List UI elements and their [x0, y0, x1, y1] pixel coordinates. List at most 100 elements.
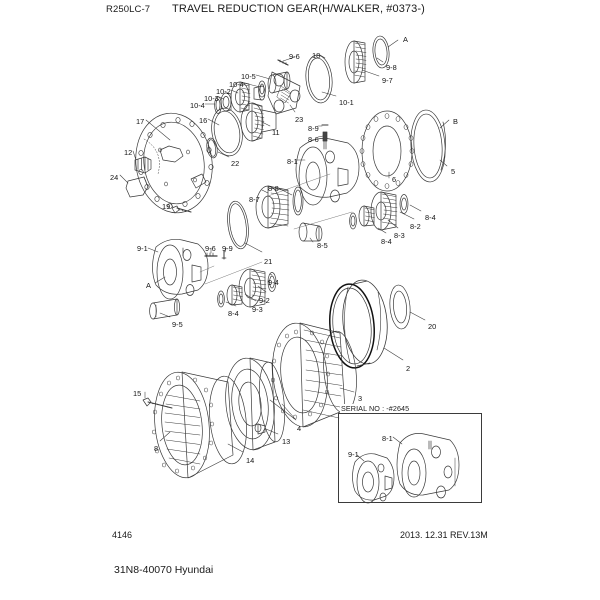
part-pin-9-9	[221, 250, 227, 260]
part-pin-8-9-8-6	[321, 124, 329, 142]
callout-8-2: 8-2	[410, 222, 421, 231]
callout-9-6: 9-6	[205, 244, 216, 253]
serial-inset-box	[338, 413, 482, 503]
callout-20: 20	[428, 322, 437, 331]
leader-bottom-ring	[269, 387, 355, 421]
callout-17: 17	[136, 117, 145, 126]
callout-11: 11	[272, 128, 280, 137]
part-ring-22	[206, 137, 218, 159]
callout-9-4: 9-4	[268, 278, 279, 287]
callout-13: 13	[282, 437, 291, 446]
part-gear-11	[240, 102, 277, 142]
part-pinion-8-3	[358, 205, 375, 227]
callout-8-5: 8-5	[317, 241, 328, 250]
leader-seal	[383, 311, 426, 361]
part-pin-9-5	[149, 298, 180, 320]
part-gear-8-2	[370, 191, 398, 231]
leader-gear-train	[204, 74, 271, 127]
part-seal-20	[389, 284, 411, 330]
callout-10-1: 10-1	[339, 98, 354, 107]
leader-mid-cluster	[244, 187, 314, 253]
part-pinion-9-3	[226, 284, 243, 306]
callout-10-4: 10-4	[190, 101, 205, 110]
page-number: 4146	[112, 530, 133, 540]
callout-8-4: 8-4	[228, 309, 239, 318]
callout-19: 19	[162, 202, 171, 211]
part-ring-16	[211, 107, 243, 157]
part-washer-8-4-mid	[217, 290, 225, 308]
part-hub-4	[225, 357, 285, 451]
leader-flange-ring	[388, 119, 450, 179]
page-title: TRAVEL REDUCTION GEAR(H/WALKER, #0373-)	[172, 3, 425, 15]
callout-8-1: 8-1	[382, 434, 393, 443]
callout-a: A	[146, 281, 151, 290]
part-ring-B-5	[410, 109, 446, 183]
callout-24: 24	[110, 173, 119, 182]
callout-16: 16	[199, 116, 208, 125]
callout-9-5: 9-5	[172, 320, 183, 329]
part-bushing-left-23	[253, 85, 266, 101]
part-sprocket-8	[151, 371, 247, 479]
part-seal-ring-2	[329, 279, 388, 369]
callout-8-7: 8-7	[249, 195, 260, 204]
callout-10-5: 10-5	[241, 72, 256, 81]
callout-9-9: 9-9	[222, 244, 233, 253]
callout-8-8: 8-8	[268, 184, 279, 193]
callout-9-1: 9-1	[348, 450, 359, 459]
leader-16-22	[207, 118, 230, 158]
inset-part-9-1	[352, 453, 395, 504]
part-bolt-flange-6	[359, 110, 415, 192]
callout-8-3: 8-3	[394, 231, 405, 240]
leader-lines-upper-left	[119, 119, 174, 208]
callout-21: 21	[264, 257, 273, 266]
part-bearing-10-3	[220, 92, 232, 112]
leader-housing-8-1	[296, 125, 324, 161]
part-washer-8-4-left	[349, 212, 357, 230]
part-washer-9-2	[267, 272, 277, 292]
callout-8-4: 8-4	[381, 237, 392, 246]
leader-bottom-left	[144, 391, 279, 453]
part-ring-9-8	[372, 35, 390, 69]
part-snapring-9-6-mid	[204, 252, 218, 257]
callout-8-4: 8-4	[425, 213, 436, 222]
part-number-footer: 31N8-40070 Hyundai	[114, 564, 214, 576]
part-washer-10-4b	[258, 80, 266, 98]
callout-9-2: 9-2	[259, 296, 270, 305]
part-motor-housing-9-1	[152, 238, 209, 300]
callout-22: 22	[231, 159, 240, 168]
part-spacer-8-5	[298, 222, 323, 242]
part-carrier-8-7	[255, 185, 290, 229]
callout-4: 4	[297, 424, 302, 433]
part-oring-21	[227, 200, 249, 250]
callout-b: B	[453, 117, 458, 126]
part-ring-8-8	[292, 186, 304, 216]
callout-23: 23	[295, 115, 304, 124]
callout-a: A	[403, 35, 408, 44]
part-housing-8-1	[295, 138, 360, 206]
part-splined-hub-9-7	[344, 40, 367, 84]
leader-left-mid	[147, 247, 273, 318]
part-plug-12	[134, 156, 152, 174]
callout-15: 15	[133, 389, 142, 398]
model-number: R250LC-7	[106, 4, 151, 15]
callout-9-3: 9-3	[252, 305, 263, 314]
leader-inset	[356, 436, 403, 462]
callout-12: 12	[124, 148, 133, 157]
callout-6: 6	[392, 175, 397, 184]
callout-14: 14	[246, 456, 255, 465]
part-plug-13	[254, 423, 266, 435]
callout-9-1: 9-1	[137, 244, 148, 253]
part-snapring-9-6-top	[277, 59, 289, 66]
callout-5: 5	[451, 167, 456, 176]
callout-9-8: 9-8	[386, 63, 397, 72]
callout-8: 8	[154, 444, 159, 453]
part-bolt-15	[142, 397, 173, 409]
part-bracket-24	[125, 176, 149, 198]
part-ring-10-1	[305, 54, 333, 104]
part-washer-10-4a	[214, 96, 222, 114]
callout-8-9: 8-9	[308, 124, 319, 133]
callout-8-1: 8-1	[287, 157, 298, 166]
leader-right-gear-set	[377, 204, 422, 234]
part-ring-gear-3	[270, 322, 357, 428]
leader-upper-middle	[282, 39, 399, 113]
